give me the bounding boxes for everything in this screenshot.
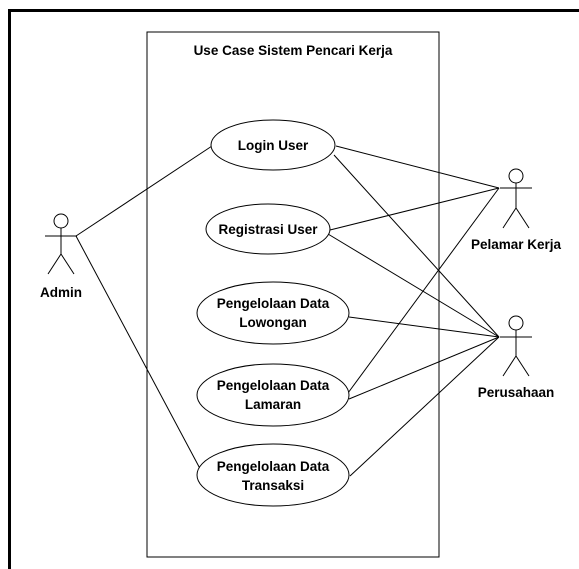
use-case-lamaran-ellipse — [196, 363, 350, 427]
use-case-login-label: Login User — [238, 138, 309, 153]
assoc-perusahaan-lowongan — [348, 316, 500, 338]
use-case-transaksi-ellipse — [196, 443, 350, 507]
assoc-pelamar-registrasi — [329, 187, 500, 231]
assoc-admin-login — [75, 145, 213, 237]
use-case-transaksi-label-line2: Transaksi — [242, 478, 304, 493]
stick-figure-icon — [500, 315, 532, 377]
system-title: Use Case Sistem Pencari Kerja — [194, 43, 393, 58]
use-case-lowongan-label-line2: Lowongan — [239, 315, 307, 330]
actor-pelamar-kerja-label: Pelamar Kerja — [471, 237, 562, 252]
use-case-lamaran-label-line2: Lamaran — [245, 397, 301, 412]
frame-border-left — [8, 9, 11, 569]
use-case-login-ellipse — [210, 119, 336, 171]
use-case-transaksi-label-line1: Pengelolaan Data — [217, 459, 330, 474]
use-case-lowongan-ellipse — [196, 281, 350, 345]
use-case-lamaran-label-line1: Pengelolaan Data — [217, 378, 330, 393]
actor-perusahaan-label: Perusahaan — [478, 385, 555, 400]
assoc-pelamar-lamaran — [347, 187, 500, 394]
actor-pelamar-kerja[interactable]: Pelamar Kerja — [471, 168, 562, 252]
actor-admin[interactable]: Admin — [40, 213, 82, 300]
use-case-lowongan-label-line1: Pengelolaan Data — [217, 296, 330, 311]
use-case-registrasi-label: Registrasi User — [218, 222, 318, 237]
stick-figure-icon — [45, 213, 77, 275]
frame-border-top — [8, 9, 579, 12]
assoc-perusahaan-lamaran — [348, 336, 500, 400]
assoc-perusahaan-login — [333, 154, 500, 338]
actor-admin-label: Admin — [40, 285, 82, 300]
use-case-registrasi[interactable]: Registrasi User — [205, 203, 331, 255]
associations — [75, 145, 500, 479]
use-case-registrasi-ellipse — [205, 203, 331, 255]
stick-figure-icon — [500, 168, 532, 229]
actor-perusahaan[interactable]: Perusahaan — [478, 315, 555, 400]
assoc-admin-transaksi — [75, 235, 206, 479]
assoc-perusahaan-registrasi — [327, 233, 500, 338]
use-case-transaksi[interactable]: Pengelolaan Data Transaksi — [196, 443, 350, 507]
assoc-perusahaan-transaksi — [349, 336, 500, 477]
system-boundary — [146, 31, 440, 558]
assoc-pelamar-login — [335, 145, 500, 189]
use-case-lamaran[interactable]: Pengelolaan Data Lamaran — [196, 363, 350, 427]
use-case-login[interactable]: Login User — [210, 119, 336, 171]
use-case-lowongan[interactable]: Pengelolaan Data Lowongan — [196, 281, 350, 345]
